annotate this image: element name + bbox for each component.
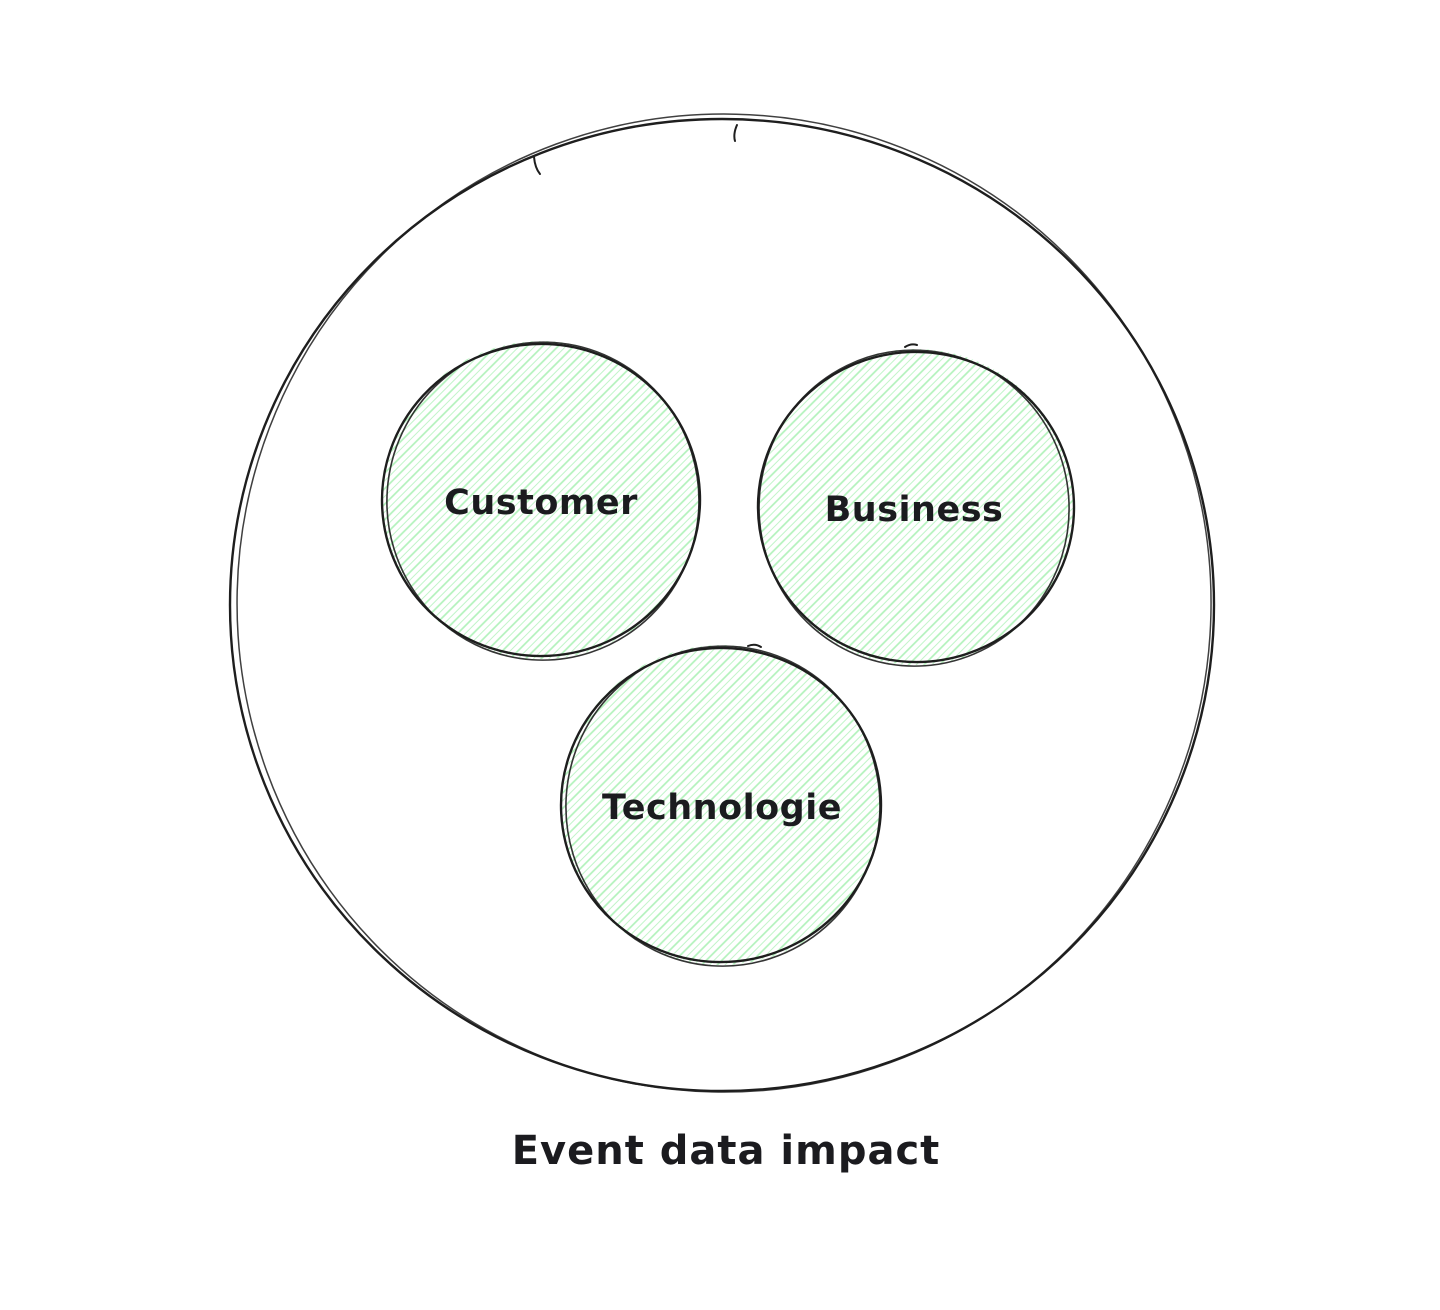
customer-circle: Customer — [380, 341, 702, 661]
technologie-circle: Technologie — [559, 643, 883, 967]
diagram-caption: Event data impact — [512, 1128, 941, 1174]
technologie-circle-fill — [561, 645, 881, 965]
business-circle-stroke-overlap — [758, 349, 1070, 667]
sketch-stroke-end — [533, 156, 541, 175]
technologie-circle-stroke-overlap — [565, 645, 881, 967]
business-circle: Business — [756, 343, 1076, 667]
outer-circle-stroke-overlap — [236, 113, 1212, 1093]
technologie-circle-stroke — [559, 646, 883, 964]
business-circle-stroke — [756, 350, 1076, 664]
customer-label: Customer — [444, 483, 638, 523]
sketch-stroke-end — [904, 343, 918, 348]
outer-circle-stroke — [228, 117, 1216, 1093]
sketch-stroke-end — [747, 643, 762, 648]
customer-circle-stroke — [380, 342, 702, 658]
sketch-stroke-end — [733, 124, 738, 142]
customer-circle-fill — [382, 341, 700, 659]
outer-circle — [228, 113, 1216, 1093]
technologie-label: Technologie — [602, 788, 842, 828]
business-circle-fill — [758, 349, 1074, 665]
business-label: Business — [825, 490, 1004, 530]
customer-circle-stroke-overlap — [386, 341, 700, 661]
